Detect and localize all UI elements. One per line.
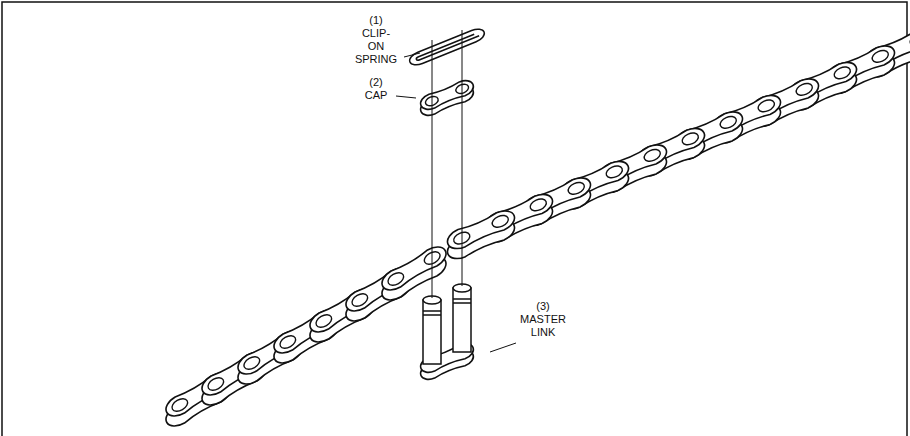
callout-group: (2)CAP [365,76,388,102]
callout-number: (3) [536,300,549,313]
callout-number: (1) [369,14,382,27]
callout-number: (2) [369,76,382,89]
part-name: CAP [365,89,388,102]
part-name: MASTER LINK [520,313,566,339]
callout-group: (1)CLIP-ON SPRING [355,14,397,66]
part-name: CLIP-ON SPRING [355,27,397,66]
callout-group: (3)MASTER LINK [520,300,566,339]
